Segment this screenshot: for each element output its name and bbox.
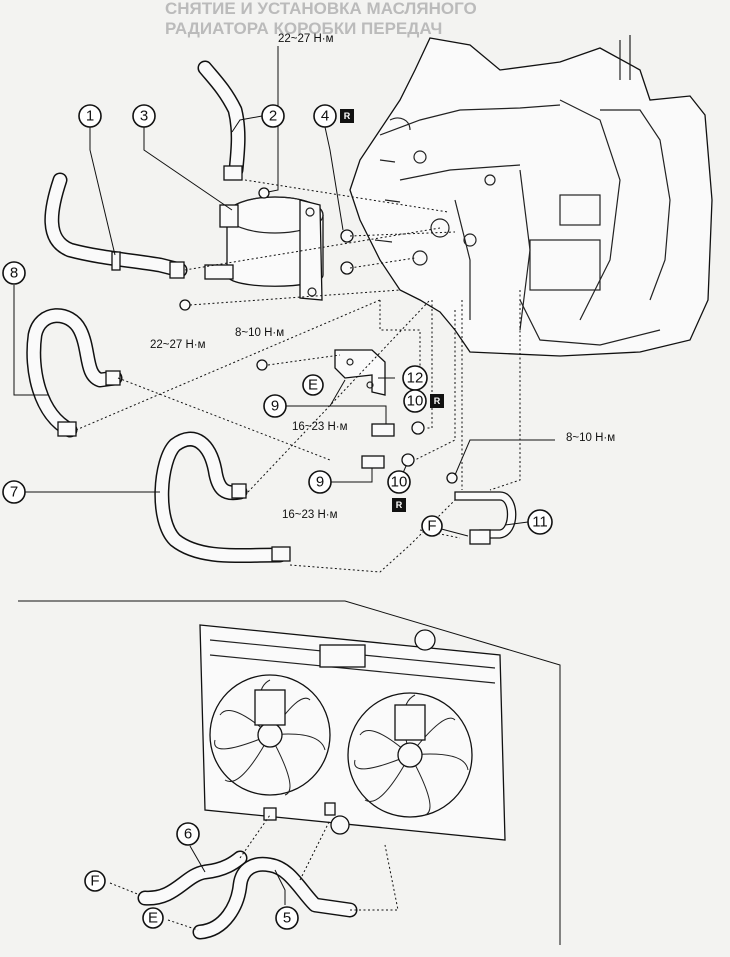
callout-F-bottom: F (84, 870, 106, 892)
svg-text:5: 5 (283, 910, 291, 927)
callout-9-b: 9 (308, 470, 332, 494)
hose-2 (197, 60, 246, 181)
hose-1 (44, 172, 188, 279)
svg-text:7: 7 (10, 484, 18, 501)
callout-11: 11 (527, 509, 553, 535)
callout-12: 12 (402, 365, 428, 391)
svg-text:R: R (396, 500, 403, 510)
svg-text:12: 12 (407, 370, 424, 387)
oil-cooler (204, 196, 324, 301)
svg-text:8: 8 (10, 265, 18, 282)
svg-text:11: 11 (532, 514, 548, 531)
callout-1: 1 (78, 104, 102, 128)
callout-7: 7 (2, 480, 26, 504)
page-heading-line1: СНЯТИЕ И УСТАНОВКА МАСЛЯНОГО (165, 0, 477, 18)
hose-7 (154, 431, 291, 564)
callout-3: 3 (132, 104, 156, 128)
transmission-housing (349, 35, 713, 357)
cooler-bolts (179, 187, 458, 484)
torque-label-fitting-b: 16~23 Н·м (282, 509, 338, 521)
callout-8: 8 (2, 261, 26, 285)
callout-5: 5 (275, 906, 299, 930)
torque-label-bracket: 8~10 Н·м (235, 327, 284, 339)
svg-text:F: F (427, 518, 436, 535)
replace-mark-10-b: R (392, 498, 406, 512)
svg-text:6: 6 (184, 826, 192, 843)
callout-10-b: 10 (387, 470, 411, 494)
svg-text:4: 4 (321, 108, 329, 125)
svg-text:E: E (308, 377, 318, 394)
torque-label-top: 22~27 Н·м (278, 33, 334, 45)
page-heading-line2: РАДИАТОРА КОРОБКИ ПЕРЕДАЧ (165, 19, 442, 38)
callout-E-top: E (302, 374, 324, 396)
pipe-11 (454, 491, 517, 545)
torque-label-left: 22~27 Н·м (150, 339, 206, 351)
svg-text:9: 9 (316, 474, 324, 491)
svg-text:F: F (90, 873, 99, 890)
svg-text:E: E (148, 910, 158, 927)
hose-5 (192, 856, 358, 940)
callout-F-top: F (421, 515, 443, 537)
callout-2: 2 (261, 104, 285, 128)
hose-8 (26, 308, 123, 438)
replace-mark-10-a: R (430, 394, 444, 408)
hose-6 (137, 850, 248, 906)
svg-text:10: 10 (407, 393, 424, 410)
bracket-12 (334, 349, 386, 396)
svg-text:2: 2 (269, 108, 277, 125)
callout-9-a: 9 (263, 394, 287, 418)
callout-6: 6 (176, 822, 200, 846)
callout-E-bottom: E (142, 907, 164, 929)
fittings-9-10 (361, 421, 425, 469)
inset-connection-lines (109, 814, 399, 931)
svg-text:R: R (344, 111, 351, 121)
callout-leaders (13, 46, 555, 905)
svg-text:3: 3 (140, 108, 148, 125)
callout-4: 4 (313, 104, 337, 128)
svg-text:1: 1 (86, 108, 94, 125)
svg-text:10: 10 (391, 474, 408, 491)
callout-10-a: 10 (403, 389, 427, 413)
torque-label-fitting-a: 16~23 Н·м (292, 421, 348, 433)
svg-text:9: 9 (271, 398, 279, 415)
svg-text:R: R (434, 396, 441, 406)
radiator-assembly (199, 624, 506, 841)
replace-mark-4: R (340, 109, 354, 123)
inset-divider (18, 600, 561, 945)
torque-label-pipe: 8~10 Н·м (566, 432, 615, 444)
